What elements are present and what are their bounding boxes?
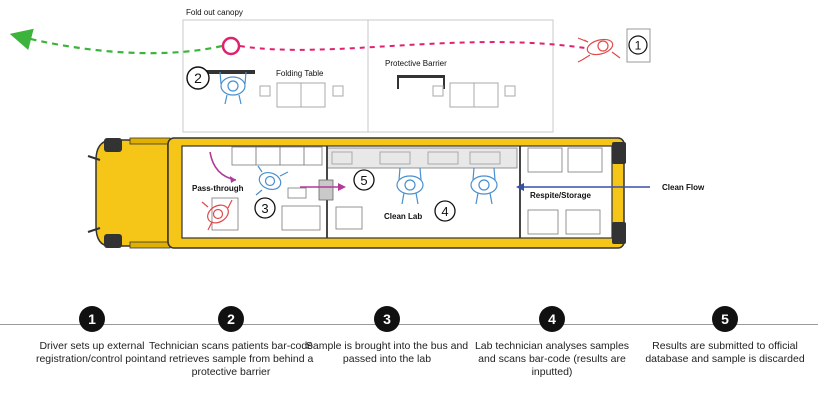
step-3-badge: 3 xyxy=(374,306,400,332)
step-1: 1 Driver sets up external registration/c… xyxy=(7,306,177,366)
technician-pass-through-figure-icon xyxy=(255,165,289,196)
svg-text:5: 5 xyxy=(360,173,367,188)
technician-figure-icon xyxy=(219,71,247,105)
svg-text:4: 4 xyxy=(441,204,448,219)
folding-table xyxy=(205,70,344,108)
marker-5: 5 xyxy=(353,169,375,191)
bus-floor-plan-diagram: Fold out canopy Folding Table Protective… xyxy=(9,8,705,249)
canopy-label: Fold out canopy xyxy=(186,8,243,17)
step-5-badge: 5 xyxy=(712,306,738,332)
step-4: 4 Lab technician analyses samples and sc… xyxy=(467,306,637,379)
svg-text:1: 1 xyxy=(635,39,642,53)
clean-flow-arrow xyxy=(516,183,650,191)
driver-figure-icon xyxy=(577,37,621,63)
registration-point-marker xyxy=(221,36,241,56)
pink-entry-flow-path xyxy=(239,41,586,51)
step-2-badge: 2 xyxy=(218,306,244,332)
marker-4: 4 xyxy=(434,200,456,222)
pass-through-label: Pass-through xyxy=(192,184,244,193)
marker-3: 3 xyxy=(254,197,276,219)
protective-barrier-label: Protective Barrier xyxy=(385,59,447,68)
step-3-text: Sample is brought into the bus and passe… xyxy=(305,340,469,365)
patient-figure-icon xyxy=(201,199,233,231)
step-5: 5 Results are submitted to official data… xyxy=(640,306,810,366)
step-4-text: Lab technician analyses samples and scan… xyxy=(474,340,630,378)
pass-through-arrow xyxy=(209,151,346,191)
timeline-line xyxy=(0,324,818,325)
clean-lab-label: Clean Lab xyxy=(384,212,422,221)
step-3: 3 Sample is brought into the bus and pas… xyxy=(302,306,472,366)
clean-lab-enclosure xyxy=(318,146,521,238)
step-1-text: Driver sets up external registration/con… xyxy=(35,340,149,365)
canopy-outline xyxy=(182,19,554,133)
step-4-badge: 4 xyxy=(539,306,565,332)
step-1-badge: 1 xyxy=(79,306,105,332)
marker-1: 1 xyxy=(628,35,648,55)
respite-storage-label: Respite/Storage xyxy=(530,191,591,200)
svg-text:2: 2 xyxy=(194,70,202,86)
green-exit-flow-arrow xyxy=(9,28,223,55)
marker-2: 2 xyxy=(186,66,210,90)
svg-text:3: 3 xyxy=(261,201,268,216)
lab-technician-figure-2-icon xyxy=(470,167,498,205)
folding-table-label: Folding Table xyxy=(276,69,324,78)
protective-barrier xyxy=(397,75,516,108)
step-5-text: Results are submitted to official databa… xyxy=(645,340,805,365)
control-point-stand xyxy=(626,28,651,63)
step-2: 2 Technician scans patients bar-code and… xyxy=(146,306,316,379)
bus-interior-furniture xyxy=(211,146,603,235)
lab-technician-figure-1-icon xyxy=(396,167,424,205)
clean-flow-label: Clean Flow xyxy=(662,183,705,192)
step-2-text: Technician scans patients bar-code and r… xyxy=(148,340,314,378)
